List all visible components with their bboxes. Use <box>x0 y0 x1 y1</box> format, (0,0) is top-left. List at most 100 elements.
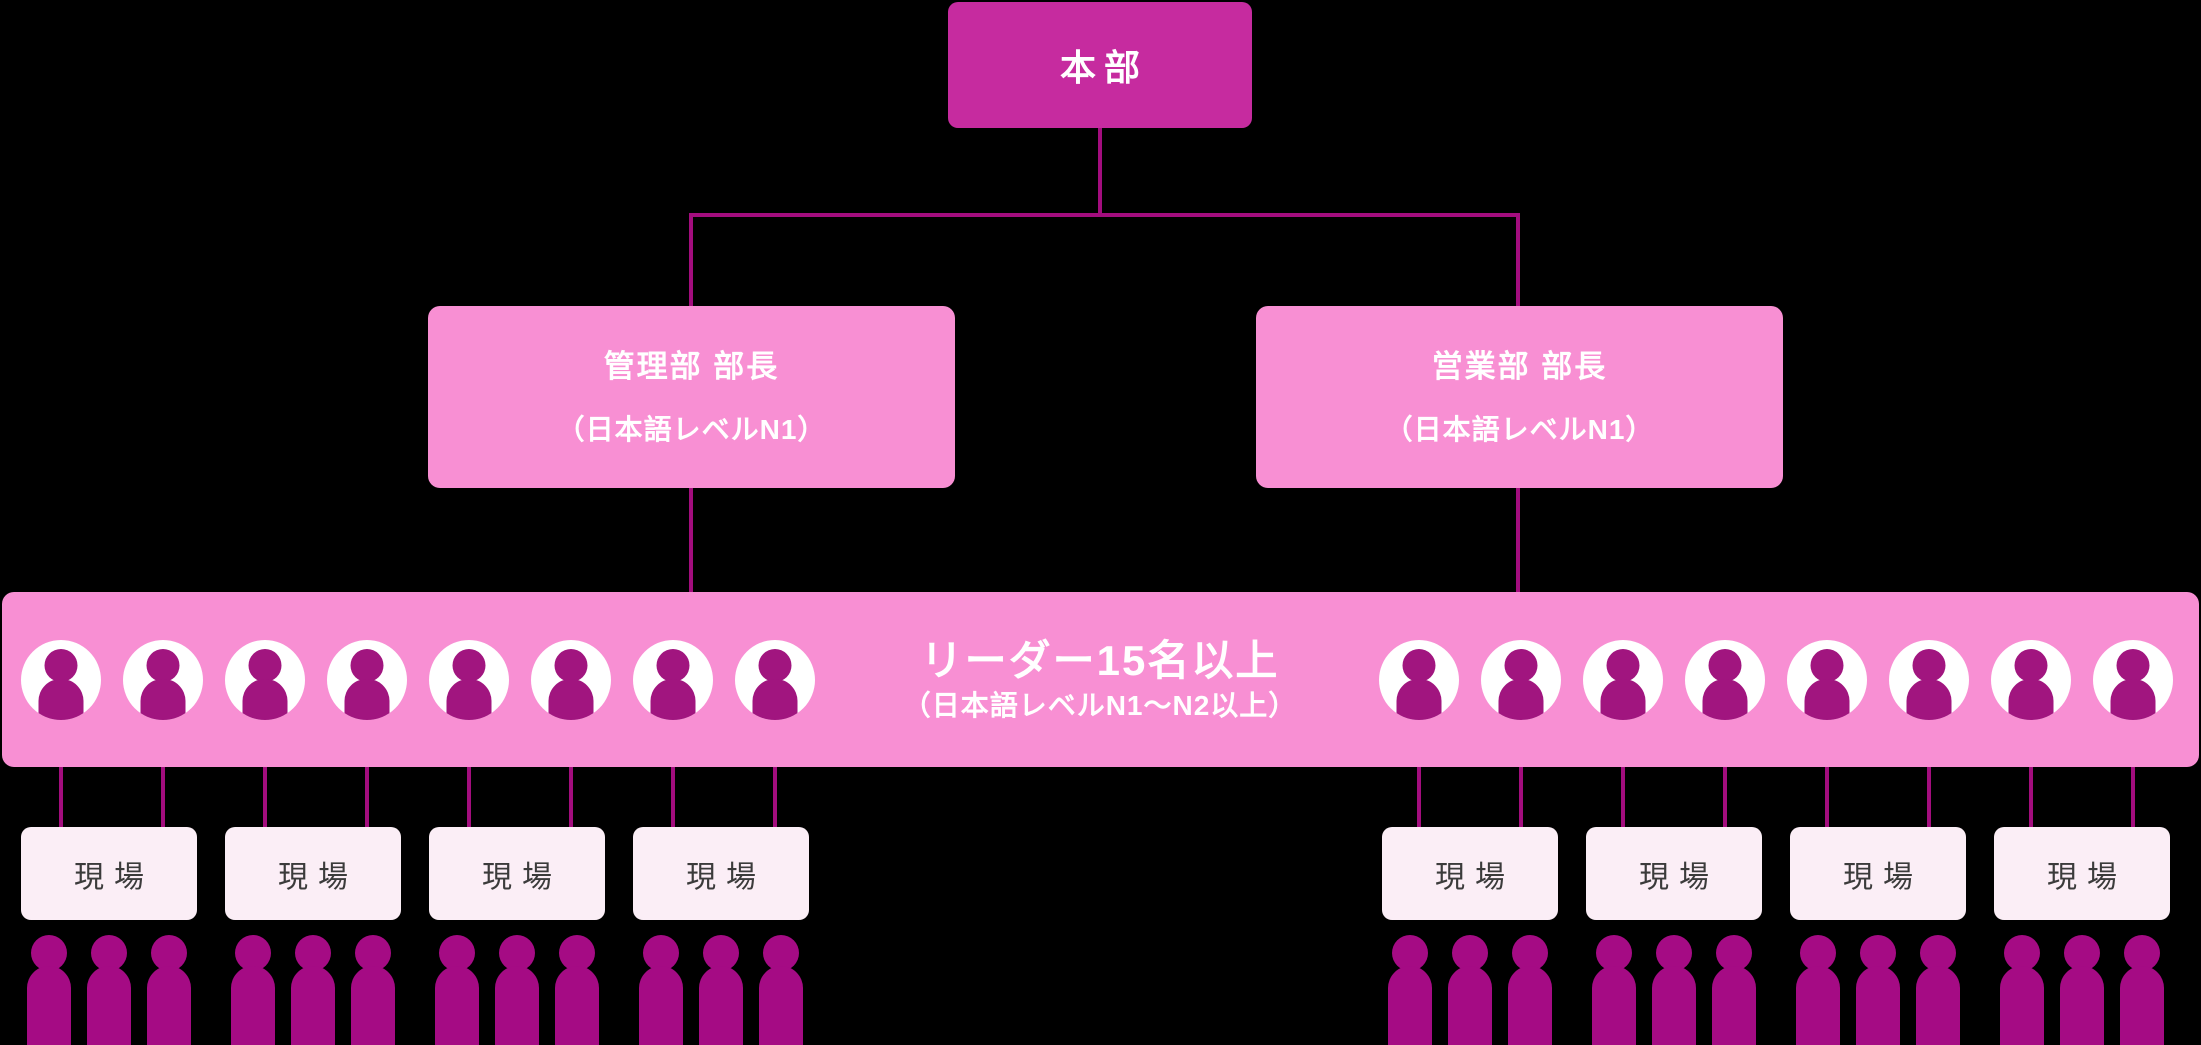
dept-kanri-sublabel: （日本語レベルN1） <box>556 413 827 445</box>
worker-person-icon <box>699 935 743 1045</box>
leader-person-icon <box>1379 640 1459 720</box>
person-head-icon <box>2116 649 2150 682</box>
site-box: 現場 <box>1790 827 1966 920</box>
person-head-icon <box>643 935 679 971</box>
person-head-icon <box>1920 935 1956 971</box>
worker-person-icon <box>147 935 191 1045</box>
person-head-icon <box>355 935 391 971</box>
leader-person-icon <box>1583 640 1663 720</box>
person-head-icon <box>763 935 799 971</box>
site-label: 現場 <box>2047 860 2127 894</box>
person-torso-icon <box>1592 966 1636 1045</box>
connector-leader-site <box>161 767 165 827</box>
person-torso-icon <box>446 679 492 720</box>
site-label: 現場 <box>1843 860 1923 894</box>
person-torso-icon <box>1448 966 1492 1045</box>
leader-band-title: リーダー15名以上 <box>920 636 1280 684</box>
leader-person-icon <box>633 640 713 720</box>
leader-person-icon <box>429 640 509 720</box>
person-head-icon <box>439 935 475 971</box>
person-head-icon <box>1392 935 1428 971</box>
person-torso-icon <box>1508 966 1552 1045</box>
person-head-icon <box>554 649 588 682</box>
person-torso-icon <box>1652 966 1696 1045</box>
person-torso-icon <box>242 679 288 720</box>
connector-leader-site <box>365 767 369 827</box>
dept-box-eigyo: 営業部 部長 （日本語レベルN1） <box>1256 306 1783 488</box>
connector-leader-site <box>1927 767 1931 827</box>
person-head-icon <box>1606 649 1640 682</box>
site-box: 現場 <box>429 827 605 920</box>
leader-person-icon <box>1787 640 1867 720</box>
person-torso-icon <box>1600 679 1646 720</box>
worker-person-icon <box>1592 935 1636 1045</box>
connector-leader-site <box>1417 767 1421 827</box>
person-torso-icon <box>1856 966 1900 1045</box>
headquarters-label: 本部 <box>1059 47 1148 88</box>
person-torso-icon <box>87 966 131 1045</box>
person-head-icon <box>1800 935 1836 971</box>
worker-person-icon <box>27 935 71 1045</box>
worker-person-icon <box>1856 935 1900 1045</box>
worker-person-icon <box>495 935 539 1045</box>
connector-leader-site <box>773 767 777 827</box>
worker-person-icon <box>2000 935 2044 1045</box>
dept-kanri-title: 管理部 部長 <box>603 348 780 384</box>
connector-leader-site <box>263 767 267 827</box>
person-torso-icon <box>2060 966 2104 1045</box>
site-label: 現場 <box>482 860 562 894</box>
worker-person-icon <box>759 935 803 1045</box>
person-torso-icon <box>231 966 275 1045</box>
site-label: 現場 <box>278 860 358 894</box>
person-head-icon <box>656 649 690 682</box>
person-torso-icon <box>639 966 683 1045</box>
person-head-icon <box>2014 649 2048 682</box>
connector-leader-site <box>1723 767 1727 827</box>
site-label: 現場 <box>1639 860 1719 894</box>
person-torso-icon <box>344 679 390 720</box>
headquarters-box: 本部 <box>948 2 1252 128</box>
connector-leader-site <box>2029 767 2033 827</box>
person-torso-icon <box>2000 966 2044 1045</box>
person-torso-icon <box>1388 966 1432 1045</box>
site-label: 現場 <box>686 860 766 894</box>
site-box: 現場 <box>21 827 197 920</box>
worker-person-icon <box>87 935 131 1045</box>
person-head-icon <box>703 935 739 971</box>
leader-person-icon <box>1889 640 1969 720</box>
person-head-icon <box>2004 935 2040 971</box>
worker-person-icon <box>1916 935 1960 1045</box>
person-torso-icon <box>759 966 803 1045</box>
person-torso-icon <box>1796 966 1840 1045</box>
connector-to-eigyo <box>1516 213 1520 308</box>
person-head-icon <box>235 935 271 971</box>
person-head-icon <box>91 935 127 971</box>
person-torso-icon <box>752 679 798 720</box>
connector-kanri-to-band <box>689 486 693 594</box>
site-box: 現場 <box>1382 827 1558 920</box>
person-head-icon <box>452 649 486 682</box>
worker-person-icon <box>1448 935 1492 1045</box>
connector-leader-site <box>59 767 63 827</box>
person-head-icon <box>1912 649 1946 682</box>
worker-person-icon <box>351 935 395 1045</box>
connector-leader-site <box>2131 767 2135 827</box>
person-torso-icon <box>495 966 539 1045</box>
person-head-icon <box>1512 935 1548 971</box>
worker-person-icon <box>1388 935 1432 1045</box>
worker-person-icon <box>555 935 599 1045</box>
person-torso-icon <box>699 966 743 1045</box>
person-head-icon <box>1452 935 1488 971</box>
person-head-icon <box>2064 935 2100 971</box>
connector-eigyo-to-band <box>1516 486 1520 594</box>
site-label: 現場 <box>74 860 154 894</box>
person-torso-icon <box>351 966 395 1045</box>
person-torso-icon <box>2110 679 2156 720</box>
person-torso-icon <box>1498 679 1544 720</box>
site-box: 現場 <box>1586 827 1762 920</box>
leader-person-icon <box>531 640 611 720</box>
person-head-icon <box>1860 935 1896 971</box>
person-torso-icon <box>2120 966 2164 1045</box>
worker-person-icon <box>2060 935 2104 1045</box>
site-box: 現場 <box>225 827 401 920</box>
